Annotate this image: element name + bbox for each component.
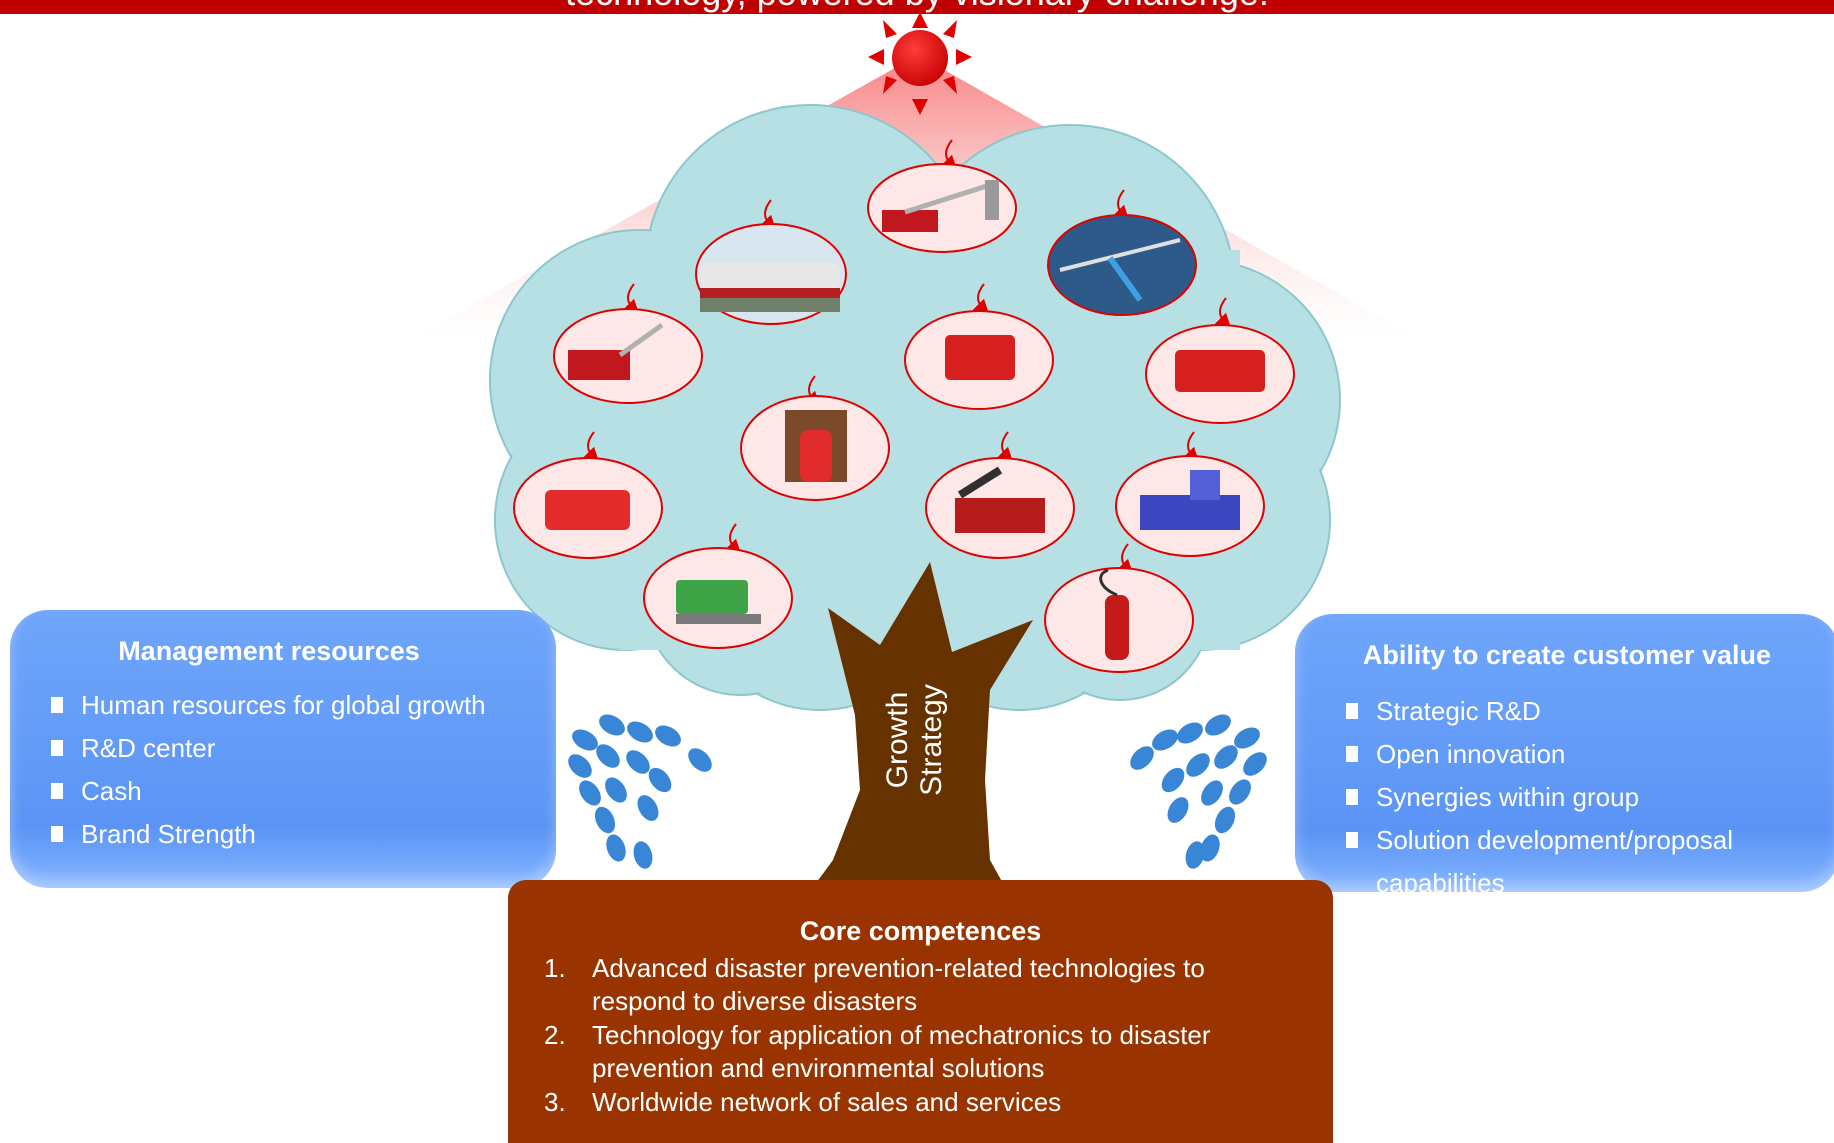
header-banner: technology, powered by visionary challen…	[0, 0, 1834, 14]
sun-icon	[868, 12, 972, 115]
management-resources-panel: Management resources Human resources for…	[10, 610, 556, 888]
product-apple-tanker	[695, 199, 847, 325]
list-item: 3. Worldwide network of sales and servic…	[544, 1086, 1292, 1119]
list-item: Solution development/proposal	[1345, 819, 1733, 862]
item-text: Advanced disaster prevention-related tec…	[592, 953, 1205, 1016]
product-apple-gas-cylinder	[740, 375, 890, 501]
product-apple-rescue-truck	[1145, 297, 1295, 424]
tree-trunk	[800, 562, 1033, 905]
banner-text: technology, powered by visionary challen…	[0, 0, 1834, 13]
growth-strategy-label: Growth Strategy	[881, 684, 949, 796]
list-item: Strategic R&D	[1345, 690, 1733, 733]
product-apple-fire-engine	[513, 431, 663, 559]
product-apple-ladder-truck	[925, 431, 1075, 559]
product-apple-aerial-platform	[867, 139, 1017, 253]
list-item: R&D center	[51, 727, 486, 770]
product-apple-pump-truck	[904, 283, 1054, 410]
list-item: Open innovation	[1345, 733, 1733, 776]
industrial-machine-icon	[1140, 495, 1240, 530]
core-competences-title: Core competences	[799, 916, 1042, 946]
customer-value-list: Strategic R&D Open innovation Synergies …	[1345, 690, 1733, 905]
item-text: Worldwide network of sales and services	[592, 1087, 1062, 1117]
trunk-label-line2: Strategy	[915, 684, 948, 796]
product-apple-snorkel	[553, 283, 703, 404]
pump-truck-icon	[945, 335, 1015, 380]
management-resources-list: Human resources for global growth R&D ce…	[51, 684, 486, 856]
wind-turbine-icon	[1059, 238, 1181, 272]
core-competences-list: 1. Advanced disaster prevention-related …	[544, 952, 1292, 1120]
water-drops-left	[568, 714, 712, 869]
ladder-truck-icon	[955, 498, 1045, 533]
list-item: 1. Advanced disaster prevention-related …	[544, 952, 1292, 1018]
management-resources-title: Management resources	[118, 636, 420, 666]
item-text: Technology for application of mechatroni…	[592, 1020, 1211, 1083]
core-competences-box: Core competences 1. Advanced disaster pr…	[508, 880, 1333, 1143]
fire-extinguisher-icon	[1105, 595, 1129, 660]
list-item: Cash	[51, 770, 486, 813]
fire-engine-icon	[545, 490, 630, 530]
product-apple-wind-turbine	[1047, 189, 1197, 316]
aerial-platform-truck-icon	[882, 210, 938, 232]
product-apple-extinguisher	[1044, 543, 1194, 673]
customer-value-title: Ability to create customer value	[1362, 640, 1772, 670]
list-item: Brand Strength	[51, 813, 486, 856]
product-apple-waste-truck	[643, 523, 793, 649]
list-item-continuation: capabilities	[1376, 868, 1505, 898]
snorkel-truck-icon	[568, 350, 630, 380]
product-apple-industrial-machine	[1115, 431, 1265, 557]
trunk-label-line1: Growth	[881, 691, 914, 789]
item-number: 2.	[544, 1020, 566, 1050]
rescue-truck-icon	[1175, 350, 1265, 392]
transport-tanker-icon	[700, 262, 840, 290]
list-item: Human resources for global growth	[51, 684, 486, 727]
waste-collection-truck-icon	[676, 580, 748, 614]
item-number: 1.	[544, 953, 566, 983]
item-number: 3.	[544, 1087, 566, 1117]
water-drops-right	[1130, 714, 1267, 869]
customer-value-panel: Ability to create customer value Strateg…	[1295, 614, 1834, 898]
list-item: Synergies within group	[1345, 776, 1733, 819]
list-item: 2. Technology for application of mechatr…	[544, 1019, 1292, 1085]
